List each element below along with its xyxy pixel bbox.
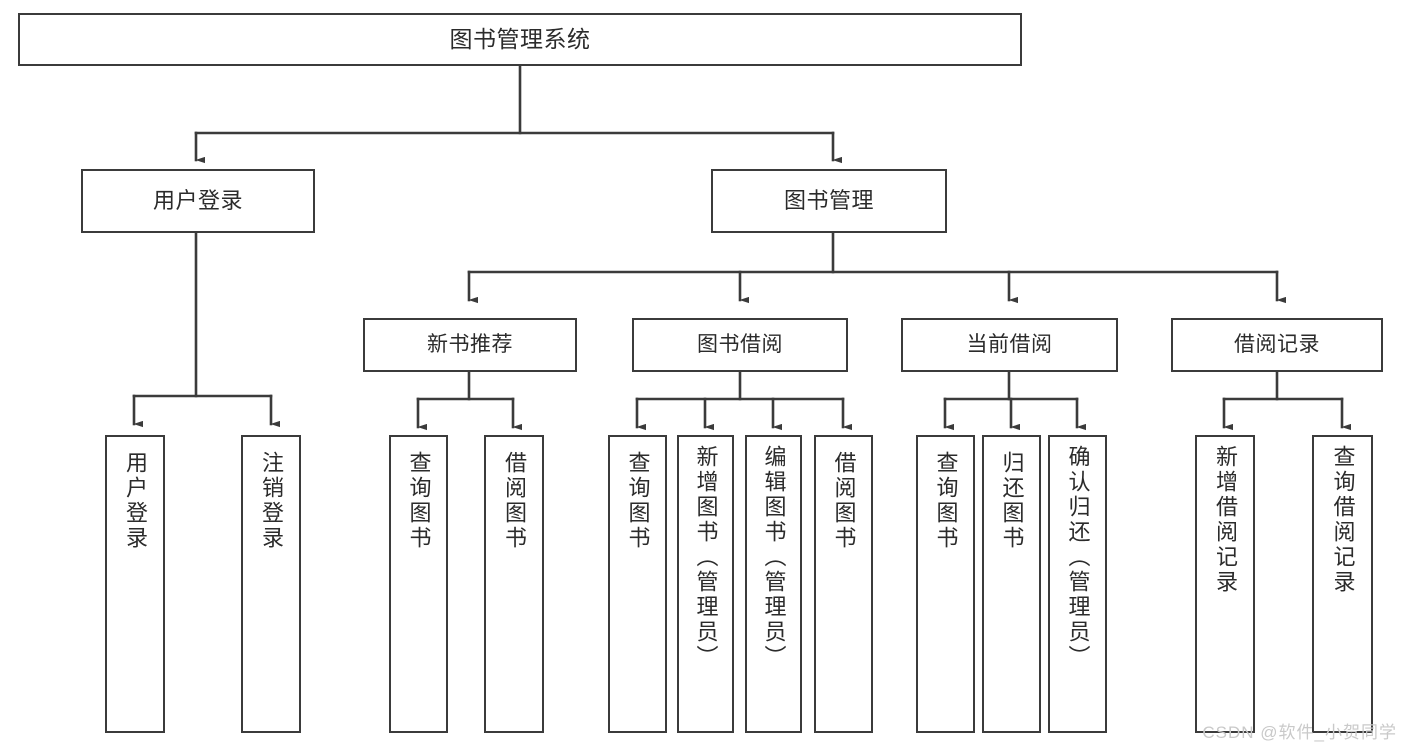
- node-label: 查询图书: [406, 451, 432, 551]
- node-leaf-borrow-book-2[interactable]: 借阅图书: [814, 435, 873, 733]
- node-label: 图书借阅: [697, 332, 783, 356]
- node-label: 编辑图书（管理员）: [761, 445, 787, 670]
- node-label: 当前借阅: [966, 332, 1053, 356]
- node-leaf-add-book[interactable]: 新增图书（管理员）: [677, 435, 734, 733]
- node-leaf-query-borrow-record[interactable]: 查询借阅记录: [1312, 435, 1373, 733]
- node-book-borrow[interactable]: 图书借阅: [632, 318, 848, 372]
- node-leaf-borrow-book-1[interactable]: 借阅图书: [484, 435, 544, 733]
- node-user-login[interactable]: 用户登录: [81, 169, 315, 233]
- node-borrow-record[interactable]: 借阅记录: [1171, 318, 1383, 372]
- node-label: 用户登录: [123, 451, 148, 551]
- node-leaf-edit-book[interactable]: 编辑图书（管理员）: [745, 435, 802, 733]
- node-label: 图书管理: [783, 188, 874, 214]
- node-label: 新书推荐: [427, 332, 513, 356]
- node-label: 新增图书（管理员）: [693, 445, 719, 670]
- node-book-management[interactable]: 图书管理: [711, 169, 947, 233]
- node-label: 图书管理系统: [449, 25, 591, 52]
- node-book-management-system[interactable]: 图书管理系统: [18, 13, 1022, 66]
- node-label: 借阅图书: [831, 451, 857, 551]
- node-new-book-recommend[interactable]: 新书推荐: [363, 318, 577, 372]
- node-label: 借阅图书: [502, 451, 527, 551]
- node-leaf-query-book-1[interactable]: 查询图书: [389, 435, 448, 733]
- node-label: 借阅记录: [1234, 332, 1320, 356]
- node-leaf-query-book-2[interactable]: 查询图书: [608, 435, 667, 733]
- node-label: 查询图书: [933, 451, 959, 551]
- node-leaf-query-book-3[interactable]: 查询图书: [916, 435, 975, 733]
- node-leaf-logout-login[interactable]: 注销登录: [241, 435, 301, 733]
- node-leaf-return-book[interactable]: 归还图书: [982, 435, 1041, 733]
- node-current-borrow[interactable]: 当前借阅: [901, 318, 1118, 372]
- node-label: 用户登录: [152, 188, 243, 214]
- node-label: 查询借阅记录: [1330, 445, 1356, 595]
- node-label: 查询图书: [625, 451, 651, 551]
- node-leaf-user-login[interactable]: 用户登录: [105, 435, 165, 733]
- node-label: 新增借阅记录: [1213, 445, 1238, 595]
- node-leaf-confirm-return[interactable]: 确认归还（管理员）: [1048, 435, 1107, 733]
- node-label: 确认归还（管理员）: [1065, 445, 1091, 670]
- node-leaf-add-borrow-record[interactable]: 新增借阅记录: [1195, 435, 1255, 733]
- node-label: 注销登录: [259, 451, 284, 551]
- node-label: 归还图书: [999, 451, 1025, 551]
